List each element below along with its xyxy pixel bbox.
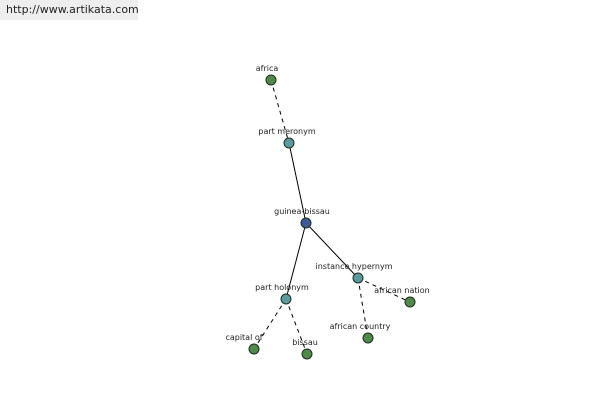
node-capital-of[interactable]: capital of bbox=[225, 333, 263, 355]
edge-africa-to-part-meronym bbox=[270, 79, 290, 144]
node-label-part-holonym: part holonym bbox=[255, 283, 309, 292]
node-label-african-nation: african nation bbox=[374, 286, 429, 295]
node-africa[interactable]: africa bbox=[256, 64, 279, 86]
node-circle-capital-of[interactable] bbox=[248, 343, 260, 355]
node-circle-part-holonym[interactable] bbox=[280, 293, 292, 305]
edge-instance-hypernym-to-african-nation bbox=[357, 277, 411, 303]
site-url-link[interactable]: http://www.artikata.com bbox=[0, 0, 139, 20]
node-label-part-meronym: part meronym bbox=[258, 127, 315, 136]
node-circle-africa[interactable] bbox=[265, 74, 277, 86]
edge-instance-hypernym-to-african-country bbox=[357, 277, 369, 339]
edge-part-holonym-to-bissau bbox=[285, 298, 308, 355]
node-label-guinea-bissau: guinea-bissau bbox=[274, 207, 330, 216]
node-african-country[interactable]: african country bbox=[330, 322, 391, 344]
edge-part-holonym-to-capital-of bbox=[253, 298, 287, 350]
edge-guinea-bissau-to-instance-hypernym bbox=[305, 222, 359, 279]
node-label-africa: africa bbox=[256, 64, 279, 73]
edge-guinea-bissau-to-part-holonym bbox=[285, 222, 307, 300]
node-african-nation[interactable]: african nation bbox=[374, 286, 430, 308]
node-label-instance-hypernym: instance hypernym bbox=[316, 262, 393, 271]
node-label-african-country: african country bbox=[330, 322, 391, 331]
node-circle-part-meronym[interactable] bbox=[283, 137, 295, 149]
node-instance-hypernym[interactable]: instance hypernym bbox=[316, 262, 393, 284]
node-part-holonym[interactable]: part holonym bbox=[255, 283, 309, 305]
node-circle-bissau[interactable] bbox=[301, 348, 313, 360]
edge-layer bbox=[253, 79, 411, 355]
node-circle-instance-hypernym[interactable] bbox=[352, 272, 364, 284]
node-circle-african-nation[interactable] bbox=[404, 296, 416, 308]
node-guinea-bissau[interactable]: guinea-bissau bbox=[274, 207, 330, 229]
node-label-capital-of: capital of bbox=[225, 333, 262, 342]
node-circle-african-country[interactable] bbox=[362, 332, 374, 344]
node-part-meronym[interactable]: part meronym bbox=[258, 127, 316, 149]
edge-part-meronym-to-guinea-bissau bbox=[288, 142, 307, 224]
node-bissau[interactable]: bissau bbox=[292, 338, 318, 360]
node-layer: africa part meronym guinea-bissau instance … bbox=[225, 64, 430, 360]
node-circle-guinea-bissau[interactable] bbox=[300, 217, 312, 229]
node-label-bissau: bissau bbox=[292, 338, 318, 347]
